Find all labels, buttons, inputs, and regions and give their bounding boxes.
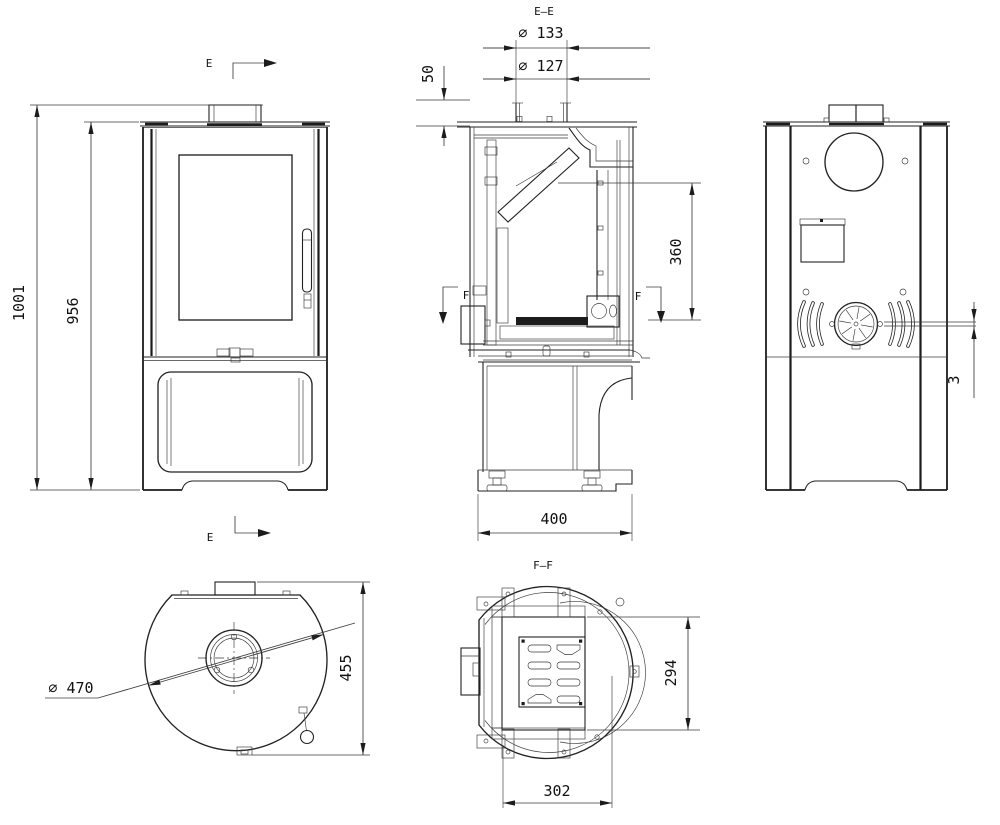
dim-body-height-label: 956	[64, 297, 82, 324]
e-bottom-label: E	[207, 531, 214, 544]
section-arrow-f-left: F	[439, 286, 470, 324]
baffle-plate-ff	[518, 636, 586, 708]
dim-ff-height-label: 294	[662, 659, 680, 686]
rear-flue-knockout	[824, 132, 884, 192]
rear-plate-top	[214, 581, 256, 596]
door-glass-section	[486, 139, 497, 346]
door-latch	[216, 347, 254, 363]
dim-flue-od-label: ∅ 133	[518, 24, 563, 42]
dim-flue-stub-label: 50	[419, 65, 437, 83]
dim-total-depth-label: 455	[337, 654, 355, 681]
door-glass	[178, 154, 293, 321]
body-outline-top	[144, 594, 328, 752]
body-outline-ff	[478, 585, 634, 760]
dimension-flue-id: ∅ 127	[483, 57, 650, 82]
dimension-base-depth: 400	[477, 494, 633, 541]
dim-firebox-height-label: 360	[667, 238, 685, 265]
door-handle	[301, 228, 313, 309]
dim-ff-width-label: 302	[543, 782, 570, 800]
section-ee-title: E–E	[534, 5, 554, 18]
mounting-hole	[615, 597, 625, 607]
section-ff-title: F–F	[533, 559, 553, 572]
section-ee-view: E–E ∅ 133 ∅ 127 50	[416, 5, 701, 541]
rear-view: 3	[763, 104, 977, 491]
f-right-label: F	[635, 290, 642, 303]
section-arrow-e-bottom: E	[207, 516, 271, 544]
section-ff-view: F–F	[460, 559, 700, 808]
dimension-ff-height: 294	[587, 616, 700, 731]
pedestal-section	[477, 361, 640, 492]
dimension-firebox-height: 360	[558, 182, 701, 321]
dim-rear-gap-label: 3	[945, 375, 963, 384]
section-arrow-f-right: F	[635, 286, 665, 323]
dimension-total-height: 1001	[10, 104, 263, 491]
dimension-total-depth: 455	[252, 581, 370, 756]
dim-flue-id-label: ∅ 127	[518, 57, 563, 75]
section-arrow-e-top: E	[206, 57, 277, 79]
dimension-body-diameter: ∅ 470	[45, 622, 356, 699]
top-view: ∅ 470 455	[45, 581, 370, 756]
front-flue-collar	[208, 104, 262, 123]
e-top-label: E	[206, 57, 213, 70]
dim-body-diameter-label: ∅ 470	[48, 679, 93, 697]
dim-total-height-label: 1001	[10, 285, 28, 321]
f-left-label: F	[463, 289, 470, 302]
dimension-rear-gap: 3	[884, 302, 977, 398]
air-inlet-box-ff	[460, 647, 481, 696]
front-view	[140, 104, 330, 491]
baffle-plate-section	[497, 147, 580, 223]
handle-top	[298, 706, 315, 745]
dim-base-depth-label: 400	[540, 510, 567, 528]
firebox-ff	[501, 616, 586, 731]
fan-section	[586, 295, 620, 328]
fan	[829, 301, 883, 350]
front-base-arch	[181, 480, 289, 491]
dimension-flue-stub-height: 50	[416, 65, 470, 146]
dimension-ff-width: 302	[502, 676, 613, 808]
air-control-box	[460, 305, 486, 345]
dimension-body-height: 956	[64, 121, 139, 490]
rear-vent-slots	[797, 300, 915, 348]
dimension-flue-od: ∅ 133	[483, 24, 650, 103]
rear-access-panel	[799, 218, 846, 263]
pedestal-panel	[157, 371, 313, 473]
